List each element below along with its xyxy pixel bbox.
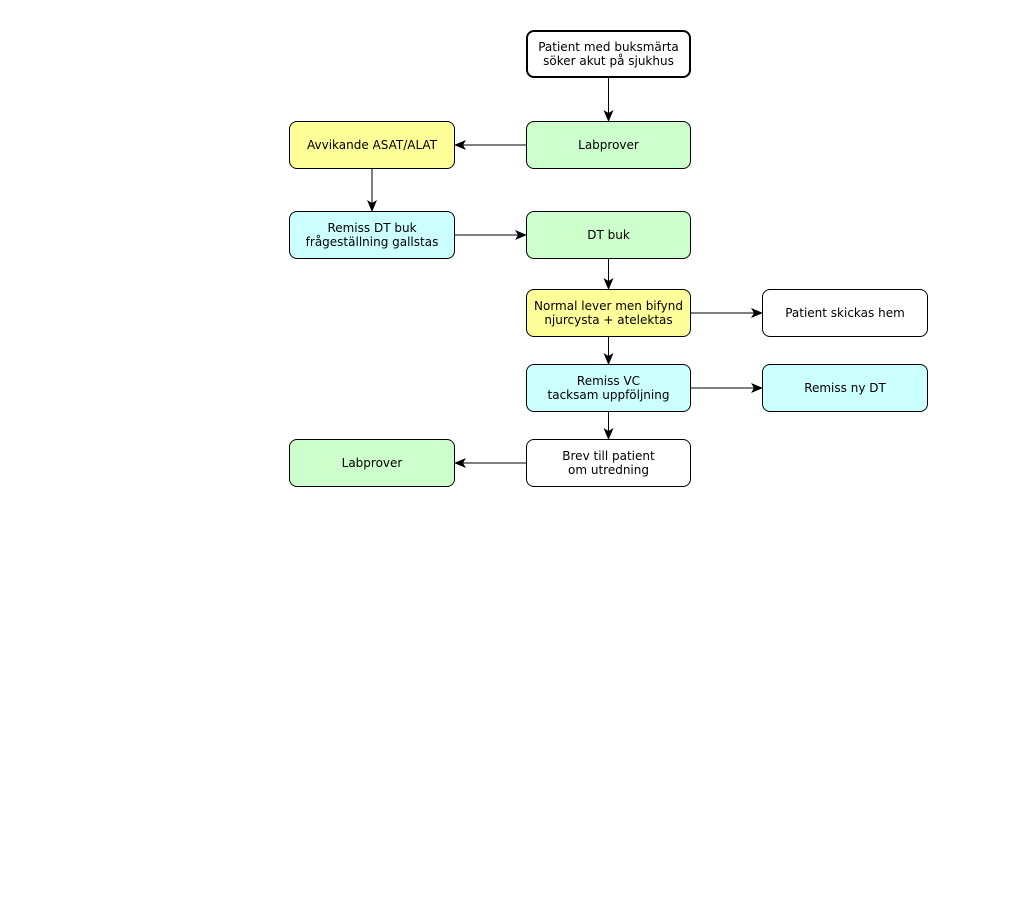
- node-remiss-ny-dt-label: Remiss ny DT: [804, 381, 886, 395]
- node-labprover-bottom-label: Labprover: [341, 456, 403, 470]
- node-remiss-dt-buk-label: Remiss DT buk frågeställning gallstas: [305, 221, 439, 249]
- node-dt-buk-label: DT buk: [587, 228, 630, 242]
- node-avvikande-asat-alat-label: Avvikande ASAT/ALAT: [306, 138, 438, 152]
- node-labprover-top-label: Labprover: [578, 138, 639, 152]
- node-remiss-dt-buk: Remiss DT buk frågeställning gallstas: [289, 211, 455, 259]
- node-remiss-vc: Remiss VC tacksam uppföljning: [526, 364, 691, 412]
- node-labprover-top: Labprover: [526, 121, 691, 169]
- node-remiss-ny-dt: Remiss ny DT: [762, 364, 928, 412]
- node-brev-till-patient-label: Brev till patient om utredning: [562, 449, 655, 477]
- node-remiss-vc-label: Remiss VC tacksam uppföljning: [547, 374, 670, 402]
- node-avvikande-asat-alat: Avvikande ASAT/ALAT: [289, 121, 455, 169]
- node-brev-till-patient: Brev till patient om utredning: [526, 439, 691, 487]
- node-dt-buk: DT buk: [526, 211, 691, 259]
- node-normal-lever: Normal lever men bifynd njurcysta + atel…: [526, 289, 691, 337]
- node-start-patient-label: Patient med buksmärta söker akut på sjuk…: [538, 40, 679, 68]
- node-start-patient: Patient med buksmärta söker akut på sjuk…: [526, 30, 691, 78]
- node-patient-skickas-hem: Patient skickas hem: [762, 289, 928, 337]
- node-patient-skickas-hem-label: Patient skickas hem: [785, 306, 905, 320]
- node-normal-lever-label: Normal lever men bifynd njurcysta + atel…: [534, 299, 683, 327]
- edge-layer: [367, 78, 763, 468]
- node-labprover-bottom: Labprover: [289, 439, 455, 487]
